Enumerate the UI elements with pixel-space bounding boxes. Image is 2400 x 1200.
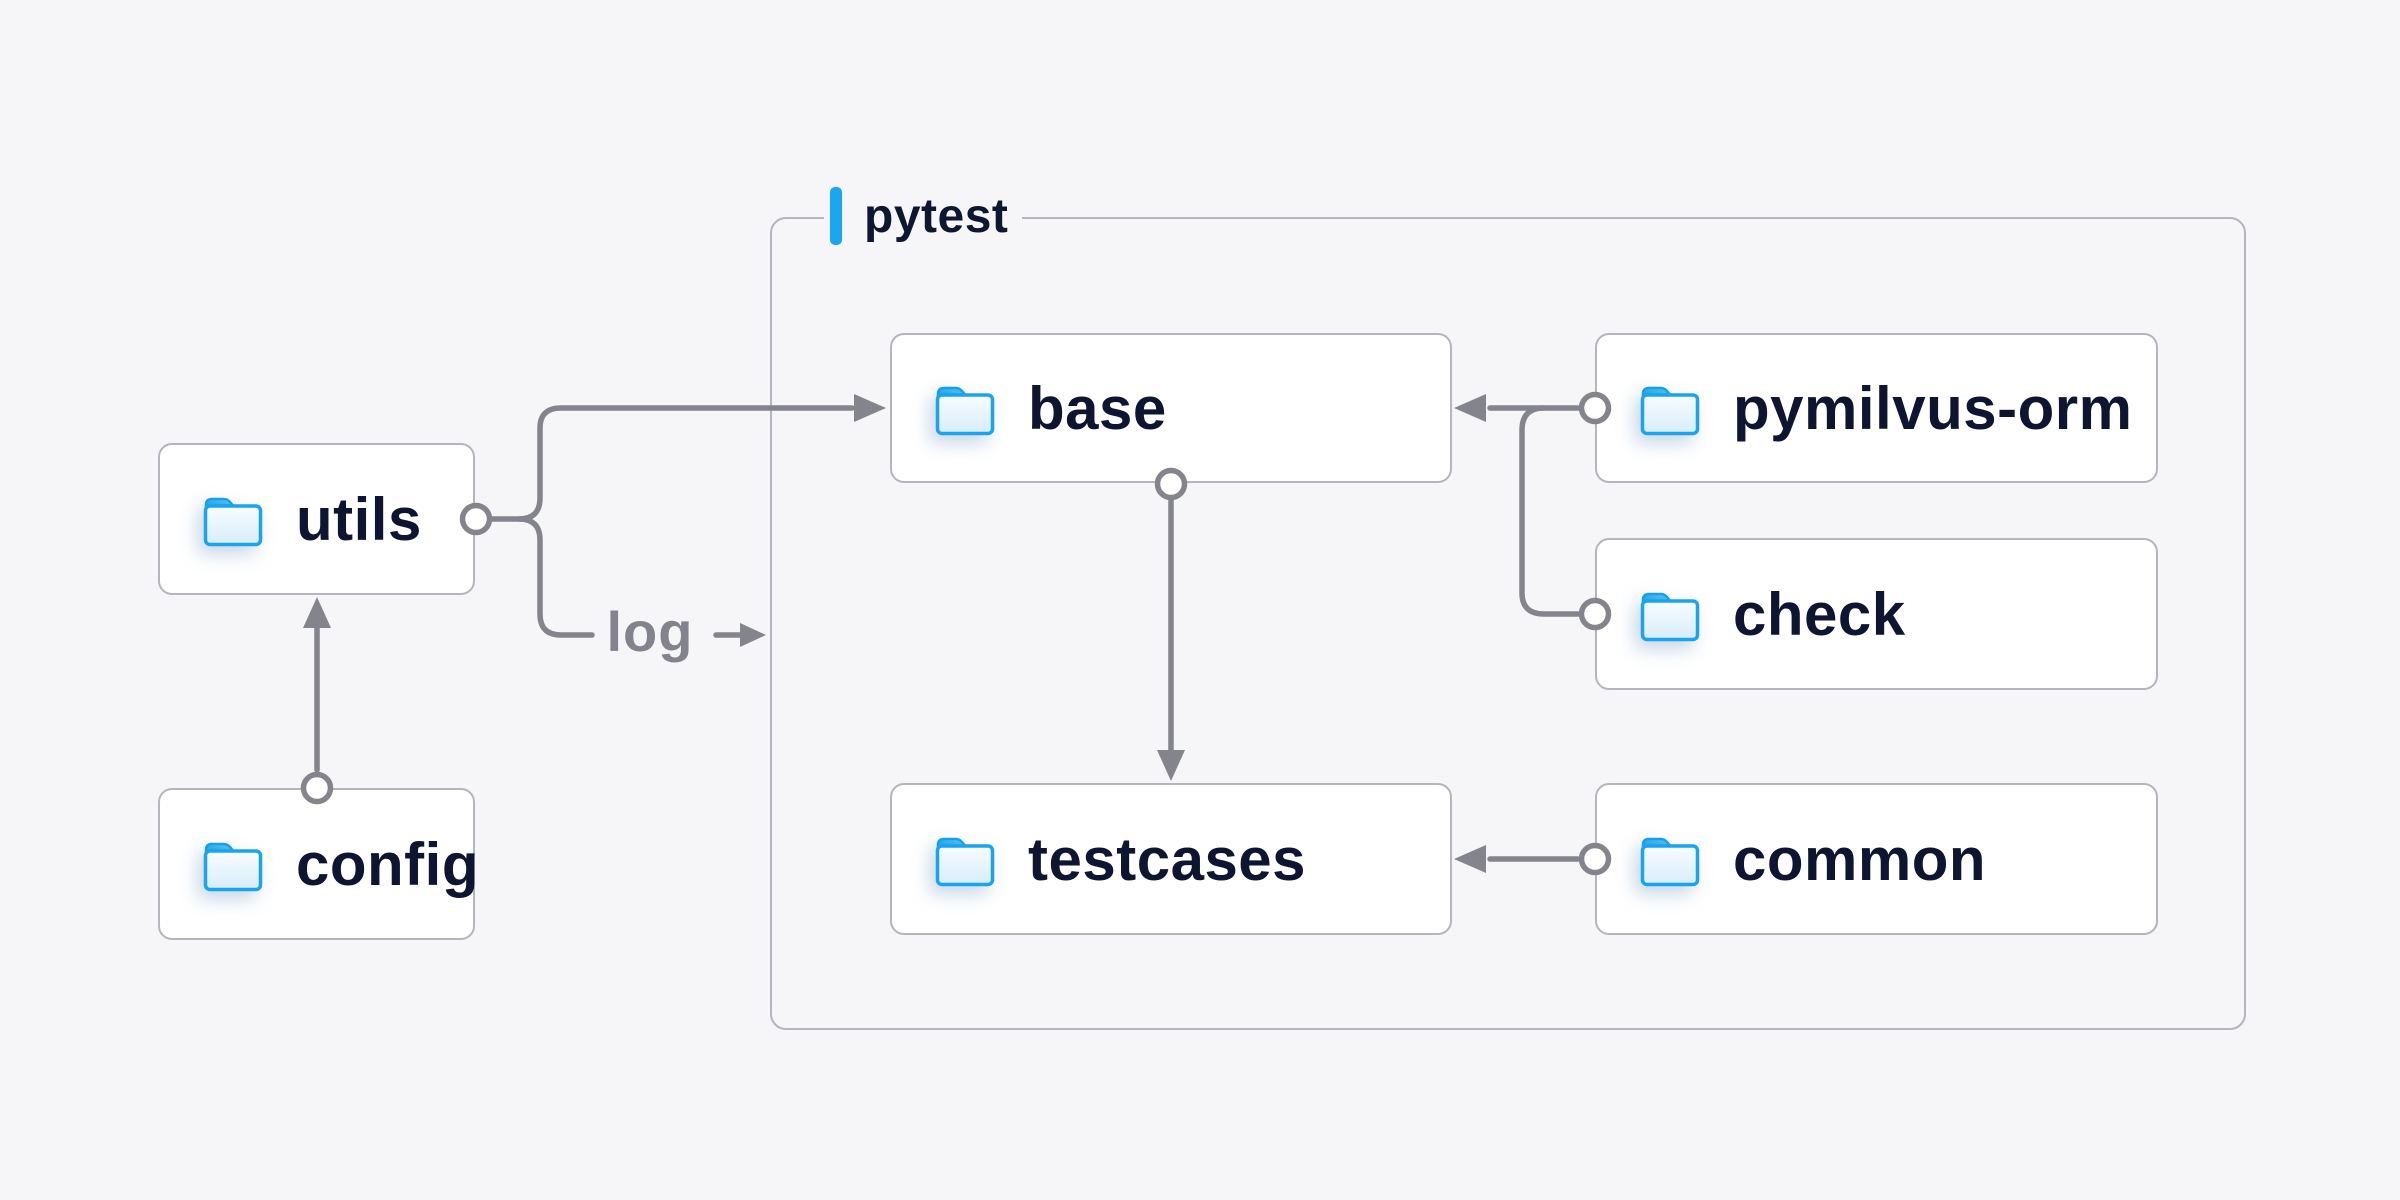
folder-icon (203, 842, 263, 892)
node-label: pymilvus-orm (1733, 374, 2133, 442)
pytest-label-text: pytest (864, 189, 1009, 243)
node-label: config (296, 830, 479, 898)
folder-icon (1640, 592, 1700, 642)
node-utils: utils (158, 443, 475, 595)
node-base: base (890, 333, 1452, 483)
node-label: common (1733, 825, 1987, 893)
node-pymilvus-orm: pymilvus-orm (1595, 333, 2158, 483)
pytest-container (770, 217, 2246, 1030)
node-label: utils (296, 485, 422, 553)
folder-icon (1640, 837, 1700, 887)
node-common: common (1595, 783, 2158, 935)
edge-label-log: log (606, 600, 694, 663)
node-check: check (1595, 538, 2158, 690)
folder-icon (935, 386, 995, 436)
node-label: base (1028, 374, 1167, 442)
pytest-label: pytest (824, 183, 1023, 249)
accent-bar (830, 187, 842, 245)
edge-config-utils (300, 597, 334, 805)
folder-icon (1640, 386, 1700, 436)
arrowhead-up (303, 597, 331, 628)
node-label: testcases (1028, 825, 1307, 893)
folder-icon (935, 837, 995, 887)
node-testcases: testcases (890, 783, 1452, 935)
node-label: check (1733, 580, 1906, 648)
node-config: config (158, 788, 478, 940)
folder-icon (203, 497, 263, 547)
arrowhead-right-small (740, 623, 766, 647)
